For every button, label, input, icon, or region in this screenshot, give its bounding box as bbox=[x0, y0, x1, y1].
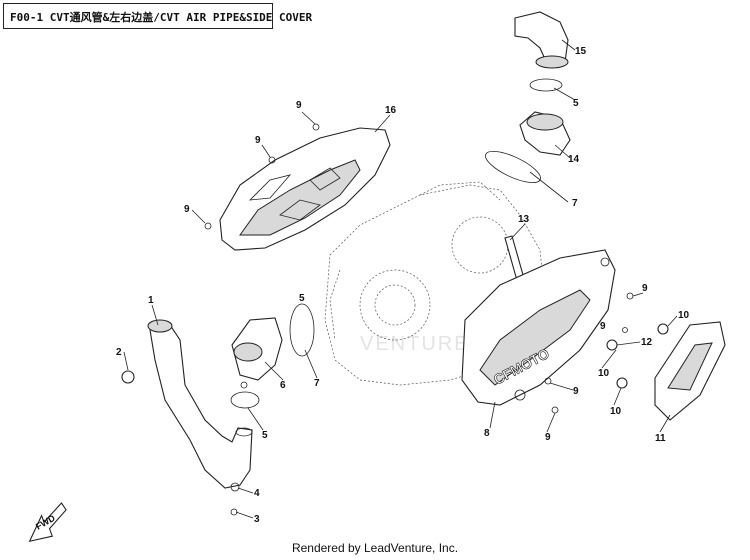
callout-10-a: 10 bbox=[678, 310, 690, 321]
callout-5-upper: 5 bbox=[573, 98, 579, 109]
callout-2: 2 bbox=[116, 347, 122, 358]
callout-16: 16 bbox=[385, 105, 397, 116]
callout-9-g: 9 bbox=[600, 321, 606, 332]
left-side-cover-16[interactable] bbox=[219, 127, 391, 251]
callout-7-lower: 7 bbox=[314, 378, 320, 389]
forward-direction-arrow: FWD bbox=[28, 502, 67, 543]
callout-15: 15 bbox=[575, 46, 587, 57]
callout-leaders bbox=[123, 39, 678, 519]
seal-ring-lower[interactable] bbox=[289, 303, 315, 357]
diagram-title-box: F00-1 CVT通风管&左右边盖/CVT AIR PIPE&SIDE COVE… bbox=[3, 3, 312, 29]
duct-connector-14[interactable] bbox=[519, 111, 571, 156]
callout-9-b: 9 bbox=[255, 135, 261, 146]
diagram-title: F00-1 CVT通风管&左右边盖/CVT AIR PIPE&SIDE COVE… bbox=[10, 11, 313, 24]
seal-ring-upper[interactable] bbox=[482, 145, 545, 188]
air-duct-elbow-15[interactable] bbox=[514, 11, 569, 69]
intake-pipe-1[interactable] bbox=[147, 319, 253, 489]
right-side-cover-8[interactable]: CFMOTO bbox=[461, 249, 616, 406]
callout-3: 3 bbox=[254, 514, 260, 525]
callout-4: 4 bbox=[254, 488, 260, 499]
callout-9-e: 9 bbox=[573, 386, 579, 397]
callout-9-f: 9 bbox=[545, 432, 551, 443]
callout-9-d: 9 bbox=[642, 283, 648, 294]
hose-clamp-upper[interactable] bbox=[529, 78, 563, 92]
callout-5-middle: 5 bbox=[299, 293, 305, 304]
callout-1: 1 bbox=[148, 295, 154, 306]
callout-10-b: 10 bbox=[598, 368, 610, 379]
callout-13: 13 bbox=[518, 214, 530, 225]
hose-clamp-lower[interactable] bbox=[230, 391, 260, 409]
footer-credit: Rendered by LeadVenture, Inc. bbox=[291, 541, 459, 555]
rubber-boot-6[interactable] bbox=[231, 317, 283, 381]
vent-plate-11[interactable] bbox=[654, 321, 726, 421]
callout-7-upper: 7 bbox=[572, 198, 578, 209]
callout-6: 6 bbox=[280, 380, 286, 391]
callout-5-lower: 5 bbox=[262, 430, 268, 441]
callout-9-a: 9 bbox=[296, 100, 302, 111]
callout-12: 12 bbox=[641, 337, 653, 348]
callout-8: 8 bbox=[484, 428, 490, 439]
watermark-text: VENTURE bbox=[360, 333, 470, 355]
callout-9-c: 9 bbox=[184, 204, 190, 215]
callout-14: 14 bbox=[568, 154, 580, 165]
callout-11: 11 bbox=[655, 433, 666, 444]
callout-10-c: 10 bbox=[610, 406, 622, 417]
callout-labels: 1 2 3 4 5 5 5 6 7 7 8 9 9 9 9 9 9 9 10 1… bbox=[116, 46, 690, 525]
